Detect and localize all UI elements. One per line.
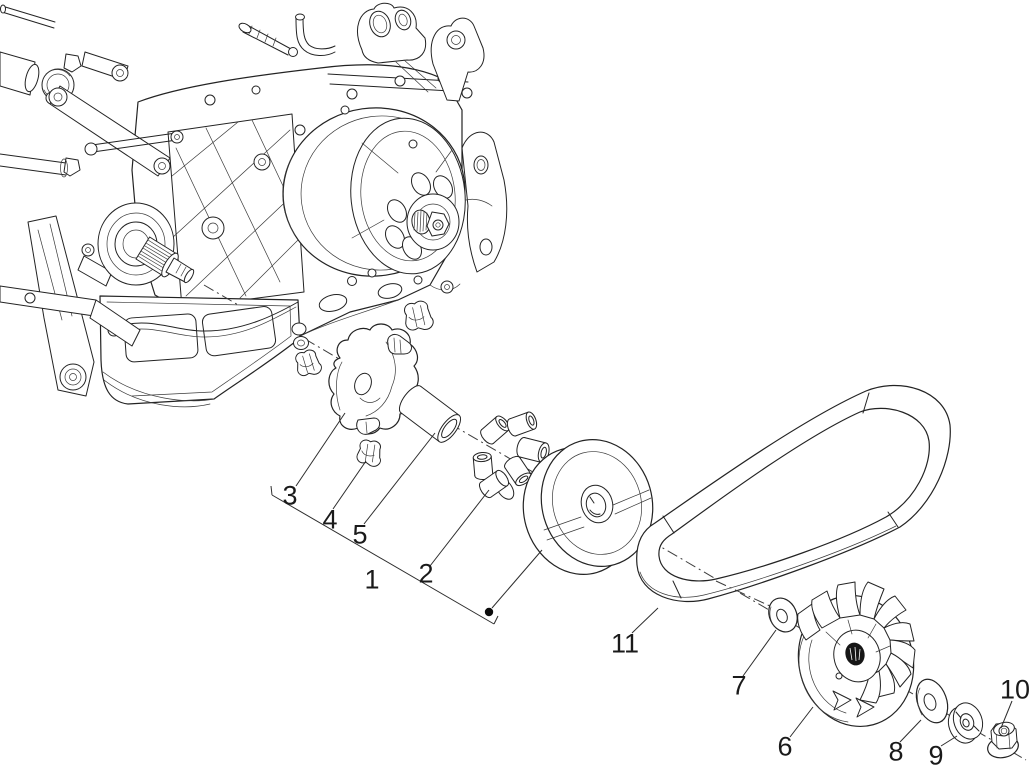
assembly-leader-dot	[484, 607, 494, 617]
washer-7	[764, 594, 803, 637]
spacer-sleeve	[395, 382, 464, 446]
assembly-bracket	[271, 486, 498, 624]
center-axis-line	[204, 285, 240, 306]
engine-rear-bracket	[462, 132, 507, 272]
leader-lines	[271, 413, 1012, 746]
callout-4[interactable]: 4	[322, 504, 338, 535]
spacer-washer-9	[944, 699, 988, 747]
callout-2[interactable]: 2	[418, 558, 434, 589]
callout-3[interactable]: 3	[282, 480, 298, 511]
variator-back-plate	[292, 323, 418, 434]
flange-nut-10	[986, 720, 1021, 760]
guide-sliders	[295, 300, 434, 468]
callout-8[interactable]: 8	[888, 736, 904, 767]
callout-1[interactable]: 1	[364, 564, 380, 595]
engine-left-linkage	[0, 5, 183, 396]
callout-5[interactable]: 5	[352, 519, 368, 550]
crankshaft-stub	[98, 203, 195, 285]
engine-sump-tray	[100, 296, 300, 407]
drive-belt	[637, 385, 951, 601]
fan-half-pulley	[784, 582, 928, 740]
callout-10[interactable]: 10	[999, 674, 1030, 705]
callout-11[interactable]: 11	[610, 628, 640, 659]
callout-6[interactable]: 6	[777, 731, 793, 762]
clutch-drum	[272, 96, 476, 288]
callout-7[interactable]: 7	[731, 670, 747, 701]
engine-assembly	[0, 3, 507, 407]
roller-weights	[473, 411, 551, 503]
axis-over-belt	[716, 581, 800, 620]
washer-8	[911, 675, 954, 727]
callout-9[interactable]: 9	[928, 740, 944, 771]
engine-top-brackets	[237, 3, 484, 101]
movable-half-pulley	[508, 426, 667, 587]
